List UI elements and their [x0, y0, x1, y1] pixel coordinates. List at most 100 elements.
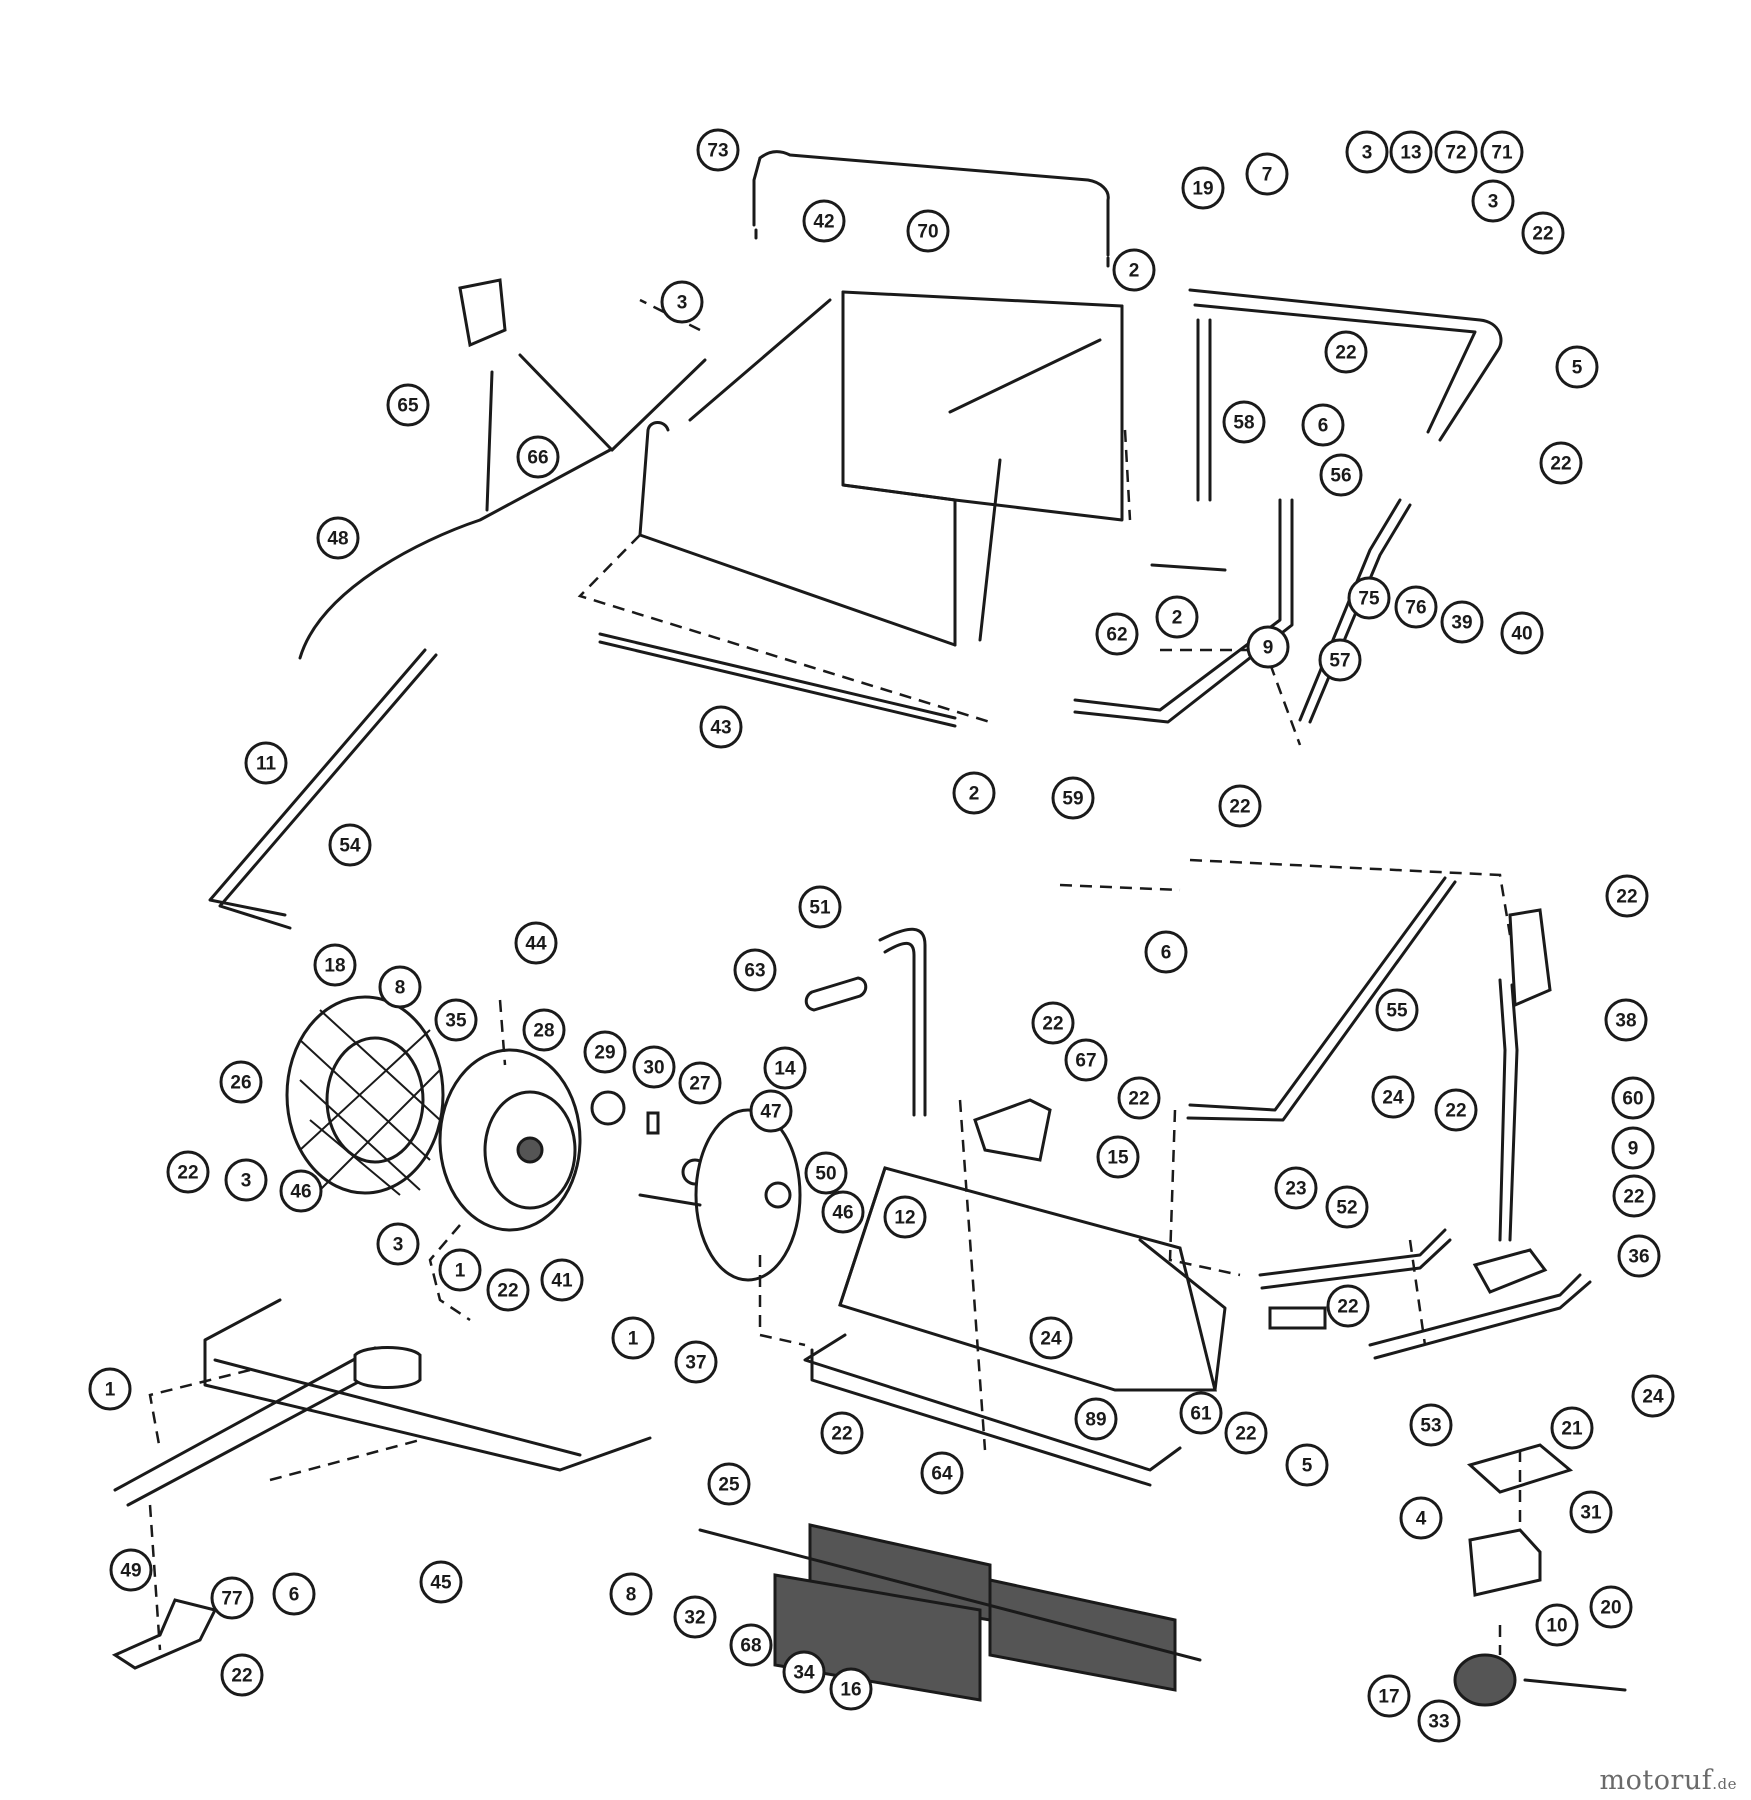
callout-59: 59: [1051, 776, 1095, 820]
callout-label: 70: [917, 222, 938, 243]
callout-label: 22: [1532, 224, 1553, 245]
callout-9: 9: [1246, 625, 1290, 669]
callout-label: 22: [831, 1424, 852, 1445]
callout-label: 9: [1263, 638, 1274, 659]
callout-28: 28: [522, 1008, 566, 1052]
callout-22: 22: [1324, 330, 1368, 374]
callout-label: 46: [290, 1182, 311, 1203]
callout-circle: [1347, 576, 1391, 620]
callout-circle: [1029, 1316, 1073, 1360]
callout-label: 41: [551, 1271, 573, 1292]
callout-circle: [749, 1089, 793, 1133]
callout-31: 31: [1569, 1490, 1613, 1534]
callout-circle: [1031, 1001, 1075, 1045]
callout-circle: [1051, 776, 1095, 820]
callout-label: 50: [815, 1164, 836, 1185]
callout-label: 3: [1488, 192, 1499, 213]
callout-circle: [1611, 1126, 1655, 1170]
callout-circle: [88, 1367, 132, 1411]
callout-circle: [1285, 1443, 1329, 1487]
callout-32: 32: [673, 1595, 717, 1639]
callout-6: 6: [1144, 930, 1188, 974]
callout-24: 24: [1631, 1374, 1675, 1418]
callout-label: 30: [643, 1058, 664, 1079]
callout-17: 17: [1367, 1674, 1411, 1718]
callout-label: 48: [327, 529, 348, 550]
callout-circle: [540, 1258, 584, 1302]
callout-48: 48: [316, 516, 360, 560]
callout-6: 6: [1301, 403, 1345, 447]
callout-label: 56: [1330, 466, 1351, 487]
callout-47: 47: [749, 1089, 793, 1133]
callout-3: 3: [224, 1158, 268, 1202]
callout-circle: [1500, 611, 1544, 655]
callout-label: 65: [397, 396, 419, 417]
callout-label: 43: [710, 718, 731, 739]
callout-26: 26: [219, 1060, 263, 1104]
callout-label: 64: [931, 1464, 953, 1485]
callout-24: 24: [1029, 1316, 1073, 1360]
callout-circle: [1409, 1403, 1453, 1447]
callout-circle: [1095, 612, 1139, 656]
callout-label: 23: [1285, 1179, 1306, 1200]
callout-15: 15: [1096, 1135, 1140, 1179]
callout-label: 17: [1378, 1687, 1399, 1708]
callout-label: 22: [1550, 454, 1571, 475]
callout-circle: [673, 1595, 717, 1639]
callout-label: 20: [1600, 1598, 1621, 1619]
callout-22: 22: [820, 1411, 864, 1455]
callout-label: 73: [707, 141, 728, 162]
callout-5: 5: [1555, 345, 1599, 389]
callout-label: 2: [969, 784, 980, 805]
callout-label: 22: [1337, 1297, 1358, 1318]
callout-label: 35: [445, 1011, 467, 1032]
callout-label: 77: [221, 1589, 242, 1610]
callout-circle: [804, 1151, 848, 1195]
callout-circle: [820, 1411, 864, 1455]
callout-circle: [821, 1190, 865, 1234]
callout-circle: [1480, 130, 1524, 174]
watermark-logo: motoruf.de: [1599, 1765, 1737, 1796]
callout-58: 58: [1222, 400, 1266, 444]
callout-label: 34: [793, 1663, 815, 1684]
callout-label: 21: [1561, 1419, 1583, 1440]
callout-22: 22: [1224, 1411, 1268, 1455]
callout-circle: [883, 1195, 927, 1239]
callout-label: 36: [1628, 1247, 1649, 1268]
callout-53: 53: [1409, 1403, 1453, 1447]
callout-circle: [1399, 1496, 1443, 1540]
callout-55: 55: [1375, 988, 1419, 1032]
callout-circle: [1550, 1406, 1594, 1450]
callout-label: 22: [1235, 1424, 1256, 1445]
callout-circle: [920, 1451, 964, 1495]
callout-11: 11: [244, 741, 288, 785]
callout-23: 23: [1274, 1166, 1318, 1210]
callout-circle: [1569, 1490, 1613, 1534]
callout-circle: [699, 705, 743, 749]
callout-62: 62: [1095, 612, 1139, 656]
callout-circle: [1375, 988, 1419, 1032]
callout-circle: [660, 280, 704, 324]
callout-circle: [906, 209, 950, 253]
callout-61: 61: [1179, 1391, 1223, 1435]
callout-label: 59: [1062, 789, 1083, 810]
callout-circle: [1440, 600, 1484, 644]
callout-67: 67: [1064, 1038, 1108, 1082]
callout-6: 6: [272, 1572, 316, 1616]
callout-circle: [1389, 130, 1433, 174]
callout-label: 16: [840, 1680, 861, 1701]
callout-circle: [829, 1667, 873, 1711]
callout-label: 71: [1491, 143, 1513, 164]
callout-circle: [244, 741, 288, 785]
callout-68: 68: [729, 1623, 773, 1667]
callout-circle: [1144, 930, 1188, 974]
callout-3: 3: [660, 280, 704, 324]
callout-circle: [782, 1650, 826, 1694]
callout-label: 58: [1233, 413, 1254, 434]
callout-20: 20: [1589, 1585, 1633, 1629]
callout-22: 22: [1434, 1088, 1478, 1132]
callout-49: 49: [109, 1548, 153, 1592]
callout-24: 24: [1371, 1075, 1415, 1119]
callout-label: 26: [230, 1073, 251, 1094]
callout-circle: [438, 1248, 482, 1292]
